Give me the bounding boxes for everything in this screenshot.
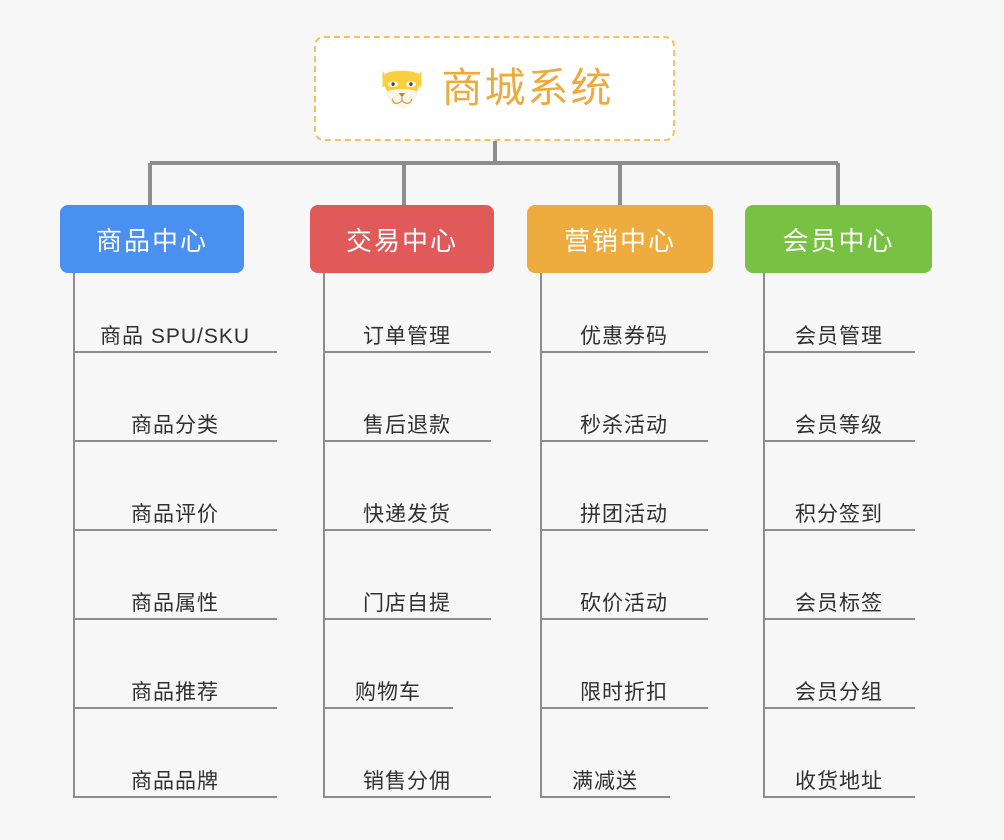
leaf-item[interactable]: 订单管理 — [323, 291, 491, 353]
category-header-label: 营销中心 — [563, 225, 676, 256]
category-header-label: 商品中心 — [95, 225, 208, 256]
category-header-trade-center[interactable]: 交易中心 — [310, 205, 494, 273]
leaf-item[interactable]: 商品评价 — [73, 469, 277, 531]
leaf-item-label: 会员分组 — [795, 680, 883, 704]
leaf-item-label: 会员等级 — [795, 413, 883, 437]
leaf-item[interactable]: 商品属性 — [73, 558, 277, 620]
leaf-item[interactable]: 商品推荐 — [73, 647, 277, 709]
leaf-item[interactable]: 限时折扣 — [540, 647, 708, 709]
branch-member-center: 会员管理会员等级积分签到会员标签会员分组收货地址 — [763, 273, 955, 798]
leaf-item-label: 售后退款 — [363, 413, 451, 437]
leaf-item[interactable]: 会员等级 — [763, 380, 915, 442]
category-header-marketing-center[interactable]: 营销中心 — [527, 205, 713, 273]
leaf-item[interactable]: 购物车 — [323, 647, 453, 709]
branch-spine — [73, 273, 75, 798]
leaf-item[interactable]: 满减送 — [540, 736, 670, 798]
leaf-item[interactable]: 商品 SPU/SKU — [73, 291, 277, 353]
category-header-product-center[interactable]: 商品中心 — [60, 205, 244, 273]
branch-spine — [540, 273, 542, 798]
leaf-item-label: 商品评价 — [131, 502, 219, 526]
leaf-item-label: 购物车 — [355, 680, 421, 704]
leaf-item[interactable]: 门店自提 — [323, 558, 491, 620]
leaf-item-label: 快递发货 — [363, 502, 451, 526]
leaf-item[interactable]: 售后退款 — [323, 380, 491, 442]
branch-spine — [763, 273, 765, 798]
leaf-item-label: 拼团活动 — [580, 502, 668, 526]
leaf-item[interactable]: 砍价活动 — [540, 558, 708, 620]
leaf-item-label: 会员管理 — [795, 324, 883, 348]
leaf-item-label: 满减送 — [572, 769, 638, 793]
leaf-item-label: 会员标签 — [795, 591, 883, 615]
category-header-member-center[interactable]: 会员中心 — [745, 205, 932, 273]
leaf-item-label: 砍价活动 — [580, 591, 668, 615]
root-title: 商城系统 — [441, 65, 614, 111]
leaf-item-label: 商品分类 — [131, 413, 219, 437]
leaf-item-label: 商品推荐 — [131, 680, 219, 704]
branch-product-center: 商品 SPU/SKU 商品分类商品评价商品属性商品推荐商品品牌 — [73, 273, 317, 798]
leaf-item-label: 积分签到 — [795, 502, 883, 526]
leaf-item[interactable]: 会员管理 — [763, 291, 915, 353]
leaf-item-label: 商品属性 — [131, 591, 219, 615]
leaf-item-label: 商品 SPU/SKU — [99, 324, 251, 348]
leaf-item-label: 订单管理 — [363, 324, 451, 348]
leaf-item[interactable]: 积分签到 — [763, 469, 915, 531]
leaf-item[interactable]: 商品品牌 — [73, 736, 277, 798]
leaf-item[interactable]: 优惠券码 — [540, 291, 708, 353]
leaf-item-label: 门店自提 — [363, 591, 451, 615]
branch-spine — [323, 273, 325, 798]
leaf-item-label: 秒杀活动 — [580, 413, 668, 437]
leaf-item[interactable]: 快递发货 — [323, 469, 491, 531]
leaf-item[interactable]: 秒杀活动 — [540, 380, 708, 442]
category-header-label: 会员中心 — [782, 225, 895, 256]
shiba-dog-face-icon — [382, 70, 421, 108]
leaf-item-label: 限时折扣 — [580, 680, 668, 704]
leaf-item[interactable]: 商品分类 — [73, 380, 277, 442]
leaf-item-label: 收货地址 — [795, 769, 883, 793]
leaf-item[interactable]: 会员标签 — [763, 558, 915, 620]
leaf-item[interactable]: 销售分佣 — [323, 736, 491, 798]
leaf-item[interactable]: 会员分组 — [763, 647, 915, 709]
category-header-label: 交易中心 — [345, 225, 458, 256]
branch-marketing-center: 优惠券码秒杀活动拼团活动砍价活动限时折扣满减送 — [540, 273, 748, 798]
leaf-item[interactable]: 拼团活动 — [540, 469, 708, 531]
root-node: 商城系统 — [314, 36, 675, 141]
leaf-item[interactable]: 收货地址 — [763, 736, 915, 798]
leaf-item-label: 商品品牌 — [131, 769, 219, 793]
leaf-item-label: 销售分佣 — [363, 769, 451, 793]
branch-trade-center: 订单管理售后退款快递发货门店自提购物车销售分佣 — [323, 273, 531, 798]
leaf-item-label: 优惠券码 — [580, 324, 668, 348]
